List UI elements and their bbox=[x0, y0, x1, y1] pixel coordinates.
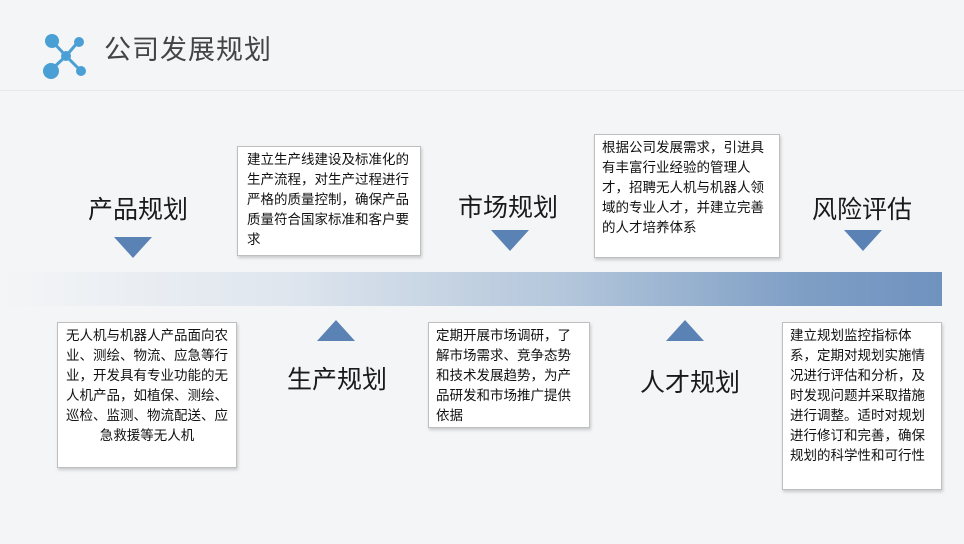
stage-label-production: 生产规划 bbox=[287, 365, 388, 394]
arrow-down-icon bbox=[491, 230, 529, 251]
arrow-down-icon bbox=[844, 230, 882, 251]
stage-label-risk: 风险评估 bbox=[812, 195, 913, 224]
molecule-logo-icon bbox=[43, 34, 86, 79]
stage-label-market: 市场规划 bbox=[458, 193, 559, 222]
arrow-up-icon bbox=[317, 320, 355, 341]
stage-box-production: 建立生产线建设及标准化的生产流程，对生产过程进行严格的质量控制，确保产品质量符合… bbox=[237, 146, 421, 256]
stage-box-risk: 建立规划监控指标体系，定期对规划实施情况进行评估和分析，及时发现问题并采取措施进… bbox=[782, 322, 942, 490]
stage-box-market: 定期开展市场调研，了解市场需求、竞争态势和技术发展趋势，为产品研发和市场推广提供… bbox=[428, 322, 590, 428]
page-title: 公司发展规划 bbox=[104, 35, 272, 66]
timeline-bar bbox=[0, 272, 942, 306]
stage-box-product: 无人机与机器人产品面向农业、测绘、物流、应急等行业，开发具有专业功能的无人机产品… bbox=[57, 322, 237, 468]
stage-box-talent: 根据公司发展需求，引进具有丰富行业经验的管理人才，招聘无人机与机器人领域的专业人… bbox=[594, 134, 780, 258]
header-divider bbox=[0, 90, 964, 91]
arrow-up-icon bbox=[666, 320, 704, 341]
stage-label-product: 产品规划 bbox=[88, 195, 189, 224]
arrow-down-icon bbox=[114, 237, 152, 258]
stage-label-talent: 人才规划 bbox=[640, 368, 741, 397]
